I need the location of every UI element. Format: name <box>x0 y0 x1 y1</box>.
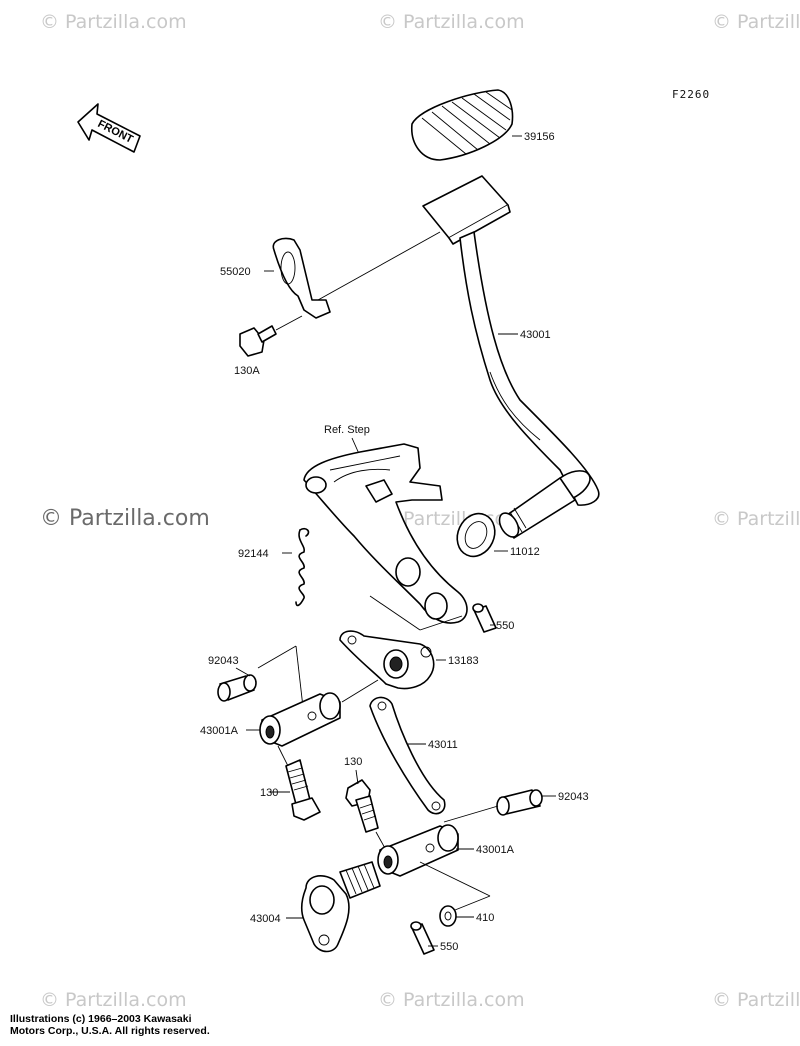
watermark: © Partzilla.com <box>40 989 187 1011</box>
cotter-pin <box>410 921 435 955</box>
watermark: © Partzilla.com <box>40 506 210 531</box>
part-label: 92043 <box>208 655 239 667</box>
copyright-notice: Illustrations (c) 1966–2003 Kawasaki Mot… <box>10 1013 250 1037</box>
step-bracket <box>303 443 468 624</box>
watermark: © Partzilla.com <box>40 11 187 33</box>
bolt-130a <box>239 325 277 357</box>
part-label: 550 <box>496 620 514 632</box>
part-label: 410 <box>476 912 494 924</box>
watermark: © Partzilla.com <box>712 508 800 530</box>
bolt-130-left <box>285 759 321 821</box>
clevis-pin <box>217 674 257 702</box>
clevis-lower <box>377 824 459 877</box>
part-label: 39156 <box>524 131 555 143</box>
part-label: 92144 <box>238 548 269 560</box>
part-label: 92043 <box>558 791 589 803</box>
ref-step-label: Ref. Step <box>324 424 370 436</box>
part-label: 130 <box>260 787 278 799</box>
part-label: 43001A <box>200 725 239 737</box>
brake-pedal-arm <box>422 175 600 539</box>
copyright-line: Illustrations (c) 1966–2003 Kawasaki <box>10 1013 192 1025</box>
pedal-pad <box>411 89 514 161</box>
part-label: 130A <box>234 365 260 377</box>
watermark: © Partzilla.com <box>378 989 525 1011</box>
washer <box>456 512 496 558</box>
part-label: 43001A <box>476 844 515 856</box>
part-label: 11012 <box>510 546 540 558</box>
part-label: 43001 <box>520 329 551 341</box>
copyright-line: Motors Corp., U.S.A. All rights reserved… <box>10 1025 210 1037</box>
watermark: © Partzilla.com <box>712 11 800 33</box>
watermark: © Partzilla.com <box>712 989 800 1011</box>
part-label: 130 <box>344 756 362 768</box>
figure-code: F2260 <box>672 88 710 101</box>
bracket-clip <box>272 237 331 319</box>
washer-small <box>439 905 457 927</box>
part-label: 550 <box>440 941 458 953</box>
clevis-pin <box>496 789 543 816</box>
return-spring <box>295 527 310 607</box>
front-arrow-icon: FRONT <box>77 103 141 153</box>
bolt-130-right <box>345 779 379 833</box>
part-label: 55020 <box>220 266 251 278</box>
brake-rod <box>369 696 446 815</box>
watermark: © Partzilla.com <box>378 11 525 33</box>
clevis-upper <box>259 692 341 747</box>
brake-lever <box>339 630 435 690</box>
cotter-pin <box>472 603 497 633</box>
part-label: 43011 <box>428 739 458 751</box>
part-label: 13183 <box>448 655 479 667</box>
part-label: 43004 <box>250 913 281 925</box>
brake-cam-lever <box>301 861 381 953</box>
